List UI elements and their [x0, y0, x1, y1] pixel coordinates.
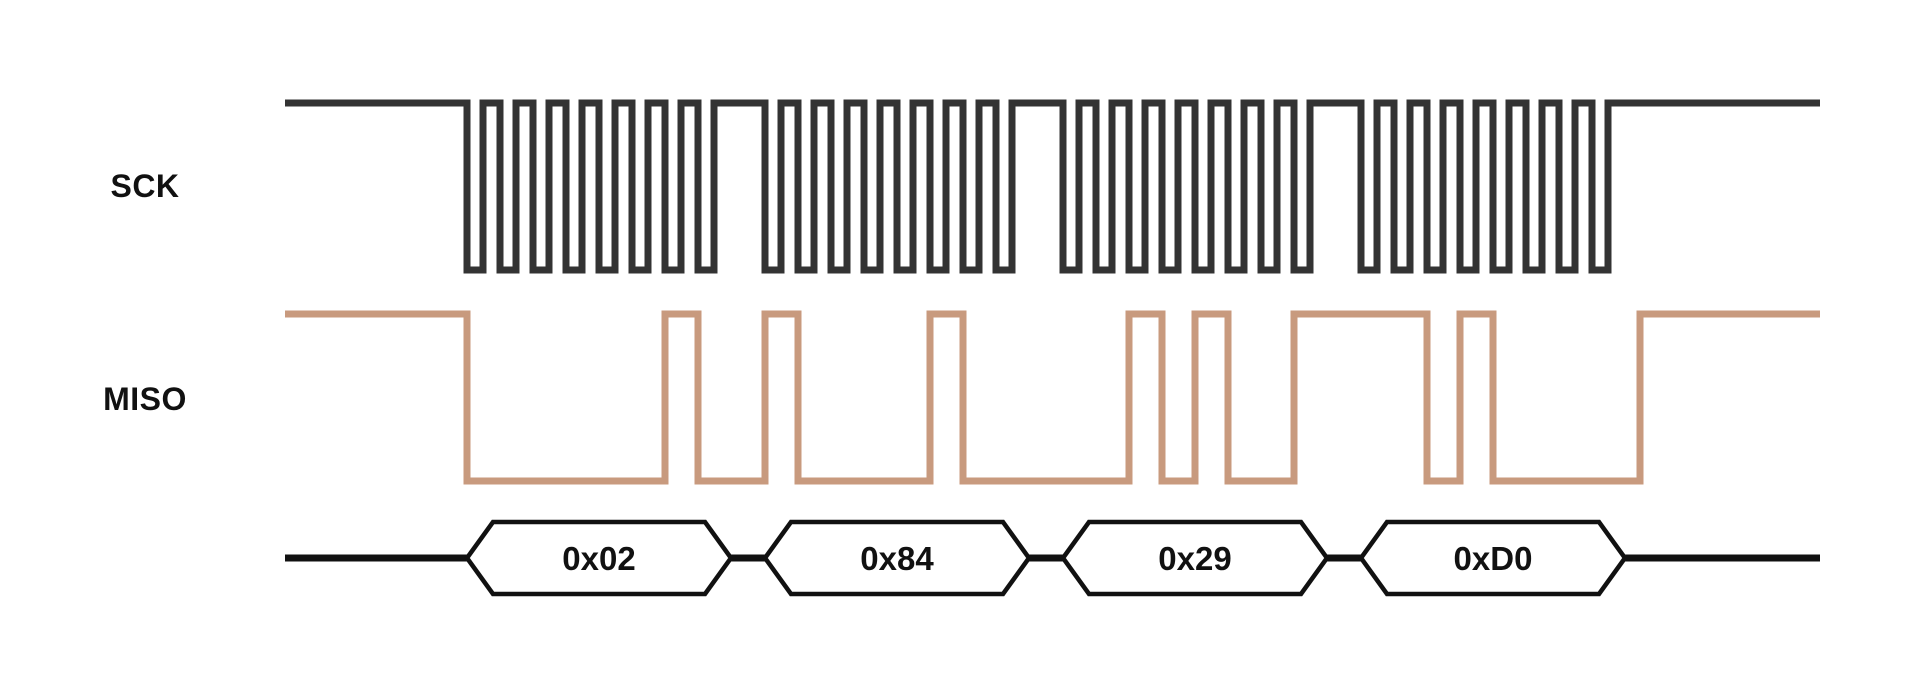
- miso-waveform: [285, 310, 1820, 485]
- byte-box: 0x02: [464, 519, 734, 597]
- byte-value-label: 0x84: [860, 540, 934, 577]
- byte-box: 0x29: [1060, 519, 1330, 597]
- byte-value-label: 0xD0: [1454, 540, 1533, 577]
- byte-value-label: 0x02: [562, 540, 635, 577]
- miso-signal-label: MISO: [103, 381, 187, 417]
- byte-value-label: 0x29: [1158, 540, 1231, 577]
- byte-bus: 0x02 0x84 0x29 0xD0: [285, 519, 1820, 597]
- byte-box: 0x84: [762, 519, 1032, 597]
- byte-box: 0xD0: [1358, 519, 1628, 597]
- sck-signal-label: SCK: [110, 168, 180, 204]
- sck-waveform: [285, 99, 1820, 274]
